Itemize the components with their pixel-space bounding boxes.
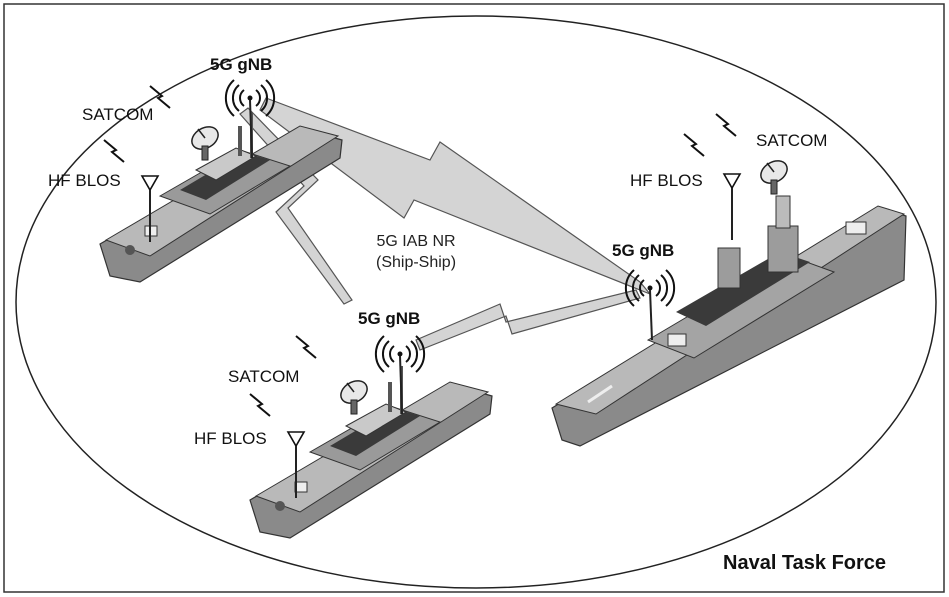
satcom-dish-icon-1 (187, 121, 223, 161)
hf-label-3: HF BLOS (630, 171, 703, 190)
satcom-dish-icon-2 (336, 375, 372, 415)
satcom-label-3: SATCOM (756, 131, 828, 150)
ship-2 (249, 366, 493, 539)
satcom-label-1: SATCOM (82, 105, 154, 124)
task-force-ellipse (15, 15, 937, 589)
satcom-dish-icon-3 (756, 155, 792, 195)
iab-link-label-line2: (Ship-Ship) (376, 253, 457, 271)
hf-label-2: HF BLOS (194, 429, 267, 448)
diagram-title: Naval Task Force (723, 552, 887, 574)
satcom-signal-icon-3 (715, 113, 737, 137)
satcom-signal-icon-2 (295, 335, 317, 359)
satcom-label-2: SATCOM (228, 367, 300, 386)
gnb-label-3: 5G gNB (612, 241, 675, 260)
hf-signal-icon-1 (103, 139, 125, 163)
gnb-label-1: 5G gNB (210, 55, 273, 74)
link-ship2-ship3 (415, 289, 641, 351)
ship-3 (551, 195, 907, 447)
hf-antenna-icon-3 (723, 173, 741, 241)
iab-link-label-line1: 5G IAB NR (376, 233, 456, 250)
iab-link-label: 5G IAB NR (Ship-Ship) (376, 232, 456, 274)
ship-1 (99, 112, 343, 283)
hf-label-1: HF BLOS (48, 171, 121, 190)
hf-signal-icon-3 (683, 133, 705, 157)
hf-signal-icon-2 (249, 393, 271, 417)
link-ship1-ship2 (239, 107, 353, 305)
gnb-label-2: 5G gNB (358, 309, 421, 328)
frame-border (3, 3, 945, 593)
